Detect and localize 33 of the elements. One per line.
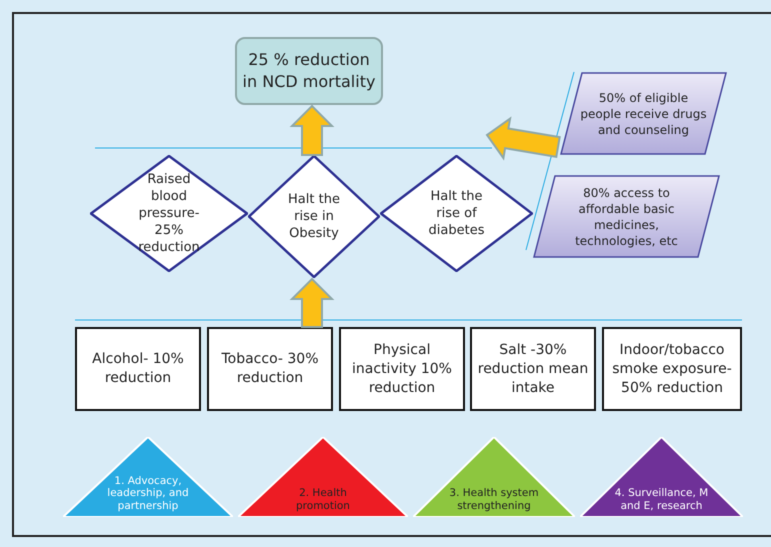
node-text: Alcohol- 10% reduction xyxy=(91,350,185,388)
node-text: Salt -30% reduction mean intake xyxy=(476,340,590,398)
triangle-shape xyxy=(580,437,743,517)
node-text: 3. Health system strengthening xyxy=(448,487,540,512)
diamond-shape xyxy=(90,155,248,272)
node-text: 2. Health promotion xyxy=(295,487,351,512)
parallelogram-shape xyxy=(560,72,727,155)
block-arrow xyxy=(486,116,561,161)
target-box xyxy=(207,327,333,411)
triangle-shape xyxy=(63,437,233,517)
target-box xyxy=(75,327,201,411)
parallelogram-shape xyxy=(533,175,720,258)
node-text: Raised blood pressure- 25% reduction xyxy=(137,171,201,256)
node-text: Tobacco- 30% reduction xyxy=(220,350,320,388)
target-box xyxy=(602,327,742,411)
target-box xyxy=(339,327,465,411)
node-text: 1. Advocacy, leadership, and partnership xyxy=(106,474,190,512)
target-box xyxy=(470,327,596,411)
diamond-shape xyxy=(380,155,533,272)
node-text: 4. Surveillance, M and E, research xyxy=(614,487,710,512)
node-text: 80% access to affordable basic medicines, technologies, etc xyxy=(574,184,679,248)
node-text: Halt the rise of diabetes xyxy=(428,188,486,239)
diamond-shape xyxy=(248,155,380,278)
node-text: Physical inactivity 10% reduction xyxy=(351,340,453,398)
node-text: 25 % reduction in NCD mortality xyxy=(242,49,376,93)
block-arrow xyxy=(290,278,334,328)
node-text: Halt the rise in Obesity xyxy=(287,191,341,242)
node-text: Indoor/tobacco smoke exposure- 50% reduction xyxy=(611,340,733,398)
goal-box xyxy=(235,37,383,105)
triangle-shape xyxy=(413,437,575,517)
node-text: 50% of eligible people receive drugs and counseling xyxy=(579,90,708,138)
block-arrow xyxy=(290,104,334,156)
triangle-shape xyxy=(238,437,408,517)
